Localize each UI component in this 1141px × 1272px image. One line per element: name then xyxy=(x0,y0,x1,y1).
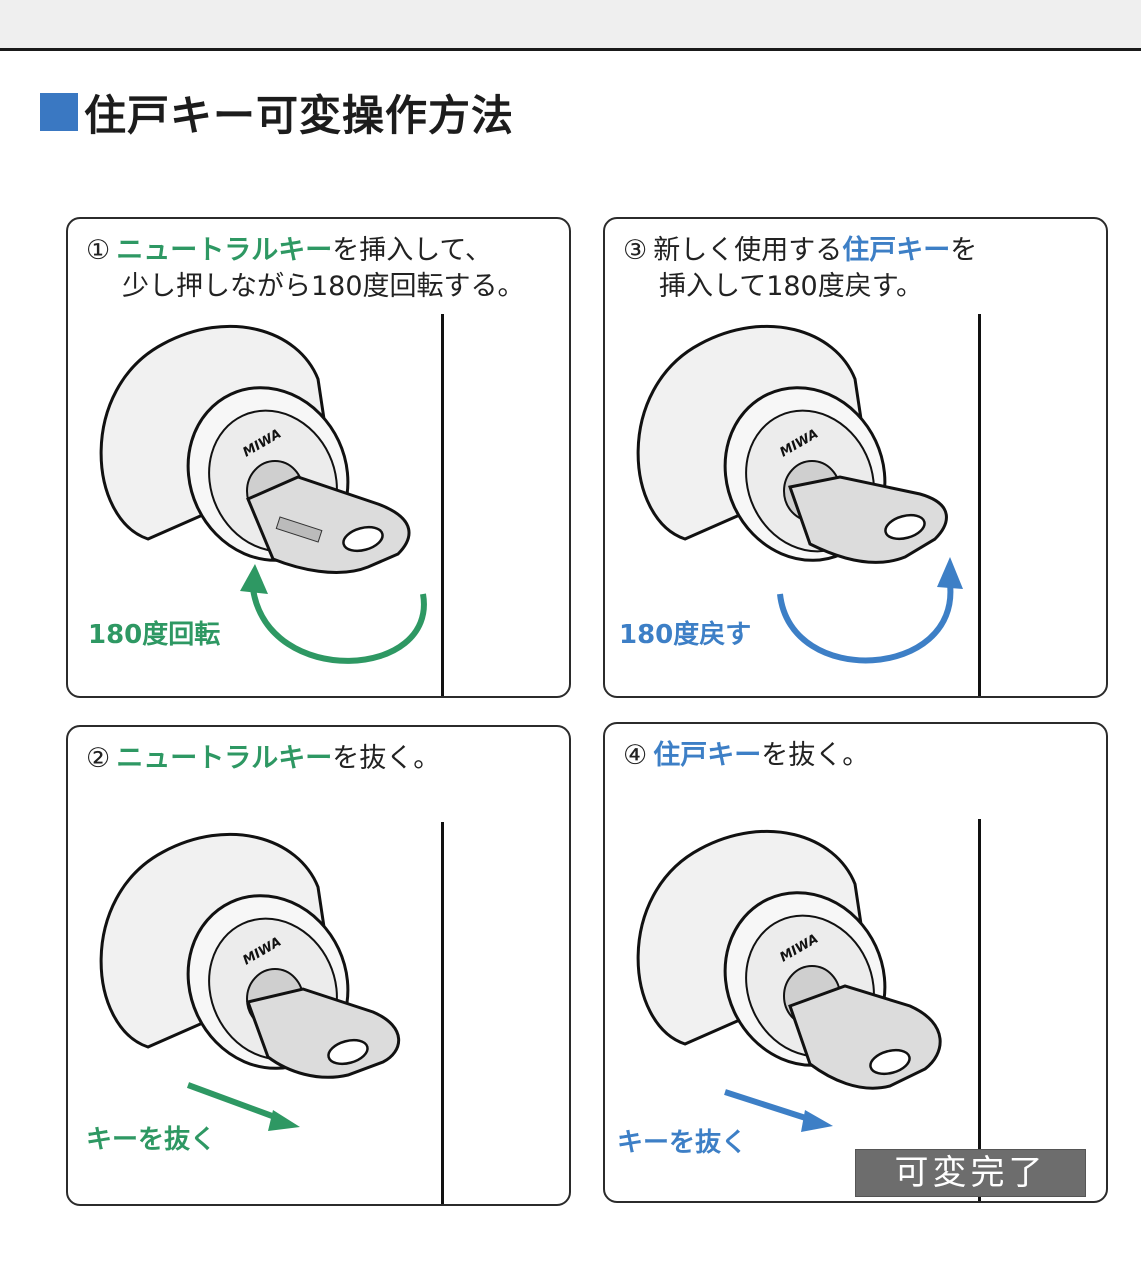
pull-arrow xyxy=(724,1089,816,1124)
rotate-back-arrow xyxy=(777,583,954,664)
door-edge-line xyxy=(978,314,981,696)
completion-badge: 可変完了 xyxy=(855,1149,1086,1197)
arrow-label: キーを抜く xyxy=(617,1128,748,1158)
key-name: 住戸キー xyxy=(842,235,951,266)
arrow-head-icon xyxy=(937,557,963,589)
arrow-label: 180度戻す xyxy=(619,620,752,650)
key-name: 住戸キー xyxy=(653,740,762,771)
caption-text: を xyxy=(950,235,978,266)
lock-cylinder-illustration: MIWA xyxy=(636,829,942,1132)
caption-text: 新しく使用する xyxy=(653,235,843,266)
page-title: 住戸キー可変操作方法 xyxy=(40,84,514,140)
step-number: ③ xyxy=(623,235,648,266)
step-number: ② xyxy=(86,743,111,774)
door-edge-line xyxy=(978,819,981,1201)
lock-cylinder-illustration: MIWA xyxy=(636,324,963,664)
caption-text: を抜く。 xyxy=(332,743,441,774)
caption-line-2: 挿入して180度戻す。 xyxy=(659,271,924,302)
caption-line-2: 少し押しながら180度回転する。 xyxy=(122,271,525,302)
door-edge-line xyxy=(441,822,444,1204)
top-bar xyxy=(0,0,1141,51)
arrow-label: キーを抜く xyxy=(86,1125,217,1155)
caption-text: を挿入して、 xyxy=(332,235,493,266)
step-number: ④ xyxy=(623,740,648,771)
key-name: ニュートラルキー xyxy=(116,743,333,774)
pull-arrow xyxy=(186,1082,285,1123)
lock-cylinder-illustration: MIWA xyxy=(99,324,427,664)
page-title-text: 住戸キー可変操作方法 xyxy=(84,90,515,140)
title-square-icon xyxy=(40,93,78,131)
step-number: ① xyxy=(86,235,111,266)
rotate-arrow xyxy=(250,588,427,664)
door-edge-line xyxy=(441,314,444,696)
arrow-head-icon xyxy=(240,564,268,594)
lock-cylinder-illustration: MIWA xyxy=(99,832,401,1131)
arrow-head-icon xyxy=(801,1110,833,1132)
arrow-label: 180度回転 xyxy=(88,620,221,650)
arrow-head-icon xyxy=(268,1110,300,1131)
key-name: ニュートラルキー xyxy=(116,235,333,266)
caption-text: を抜く。 xyxy=(761,740,870,771)
